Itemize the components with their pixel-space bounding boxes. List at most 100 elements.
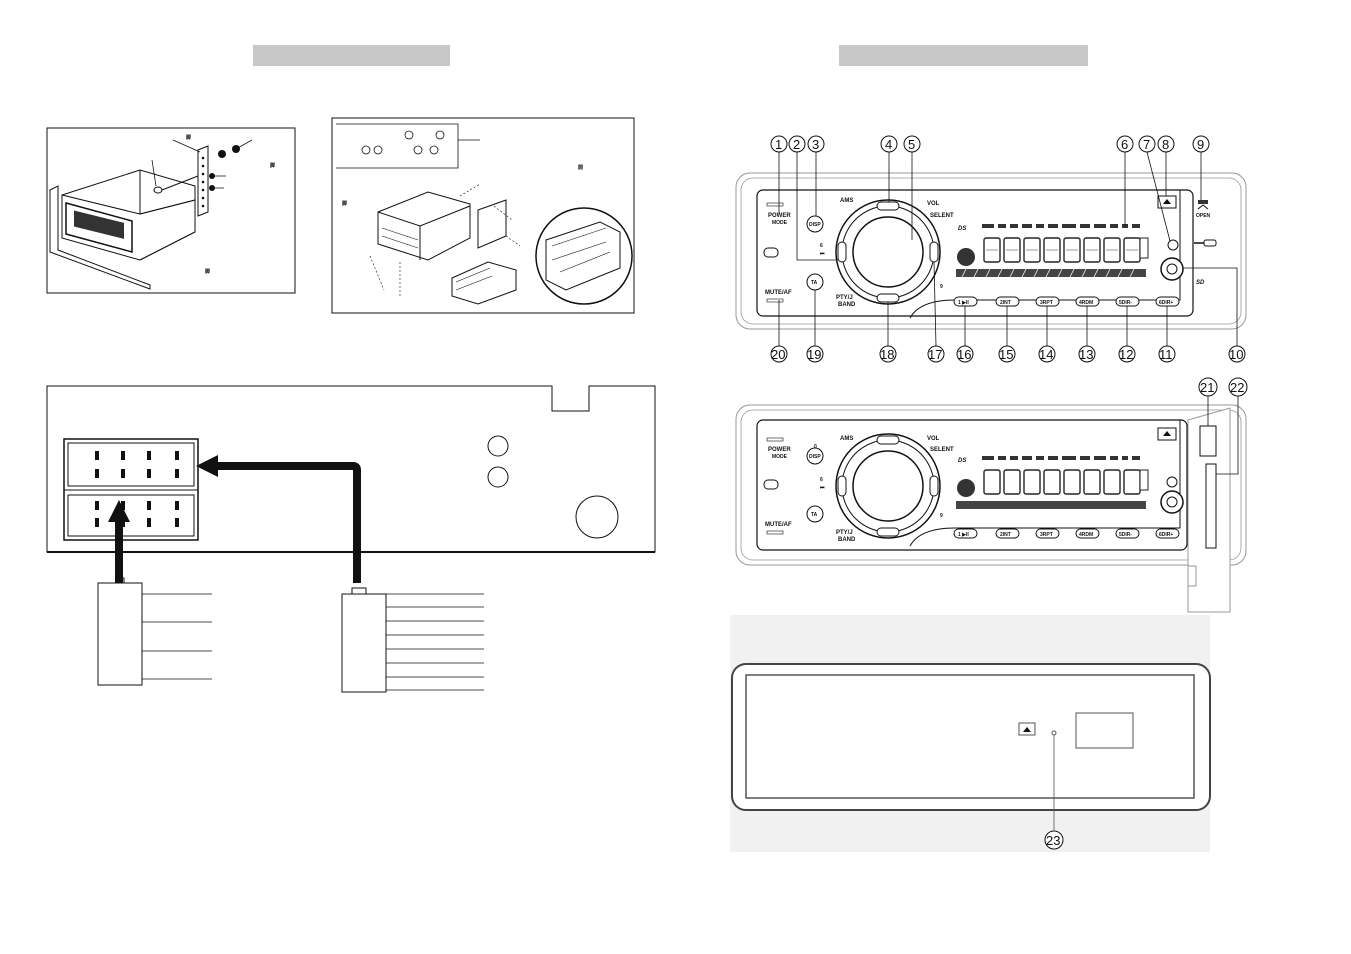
volume-knob[interactable] (852, 216, 924, 288)
key-6-label-2: 6 (820, 477, 823, 483)
mute-af-label-2: MUTE/AF (765, 522, 792, 528)
selent-label: SELENT (930, 213, 954, 219)
callout-21: 21 (1200, 380, 1214, 395)
ta-label: TA (811, 280, 818, 286)
pty-label: PTY/J (836, 295, 853, 301)
svg-text:DS: DS (958, 226, 966, 232)
callout-20: 20 (771, 347, 785, 362)
preset-1-label-2: 1 ▶II (958, 532, 969, 538)
up-key[interactable] (876, 201, 900, 211)
sd-card-slot[interactable] (1205, 463, 1217, 549)
mode-label: MODE (772, 220, 788, 226)
callout-14: 14 (1039, 347, 1053, 362)
selent-label-2: SELENT (930, 447, 954, 453)
eject-icon (1163, 199, 1171, 204)
mute-af-label: MUTE/AF (765, 290, 792, 296)
ta-button-2[interactable] (806, 505, 824, 523)
svg-text:脚: 脚 (186, 134, 191, 141)
preset-6-label: 6DIR+ (1159, 300, 1173, 306)
key-0-label: 0 (814, 444, 817, 450)
front-panel-side-open: POWER MODE MUTE/AF 0 DISP TA AMS 6 ⏮ PTY… (735, 377, 1248, 613)
power-label-2: POWER (768, 447, 791, 453)
preset-3-button[interactable] (1035, 296, 1060, 307)
callout-9: 9 (1197, 137, 1204, 152)
release-slot[interactable] (763, 247, 779, 258)
preset-1-label: 1 ▶II (958, 300, 969, 306)
svg-text:脚: 脚 (342, 200, 347, 207)
preset-4-label: 4RDM (1079, 300, 1093, 306)
callout-3: 3 (812, 137, 819, 152)
key-6-label: 6 (820, 243, 823, 249)
callout-16: 16 (957, 347, 971, 362)
preset-3-label-2: 3RPT (1040, 532, 1053, 538)
disp-button[interactable] (806, 215, 824, 233)
disp-button-2[interactable] (806, 447, 824, 465)
callout-7: 7 (1143, 137, 1150, 152)
preset-4-button[interactable] (1075, 296, 1100, 307)
lcd-display: DS (956, 224, 1149, 278)
preset-5-button[interactable] (1115, 296, 1140, 307)
key-9-label-2: 9 (940, 513, 943, 519)
callouts-bottom: 20 19 18 17 16 15 14 13 12 11 10 (770, 345, 1246, 363)
right-section-title-bar (839, 45, 1088, 66)
callout-8: 8 (1162, 137, 1169, 152)
preset-4-label-2: 4RDM (1079, 532, 1093, 538)
callout-6: 6 (1121, 137, 1128, 152)
preset-6-button[interactable] (1155, 296, 1180, 307)
callout-2: 2 (793, 137, 800, 152)
callout-10: 10 (1229, 347, 1243, 362)
installation-figure-din-frame: 開 脚 (331, 117, 635, 314)
preset-2-label-2: 2INT (1000, 532, 1011, 538)
down-key[interactable] (876, 293, 900, 303)
svg-text:SD: SD (1196, 280, 1205, 286)
callout-13: 13 (1079, 347, 1093, 362)
usb-icon (1203, 239, 1217, 247)
band-label: BAND (838, 302, 856, 308)
reset-hole[interactable] (1167, 239, 1179, 251)
preset-5-label-2: 5DIR- (1119, 532, 1132, 538)
open-label: OPEN (1196, 213, 1211, 219)
lcd-display-2: DS (956, 456, 1149, 509)
callout-1: 1 (775, 137, 782, 152)
svg-text:DS: DS (958, 458, 966, 464)
next-key[interactable] (929, 241, 939, 263)
mode-label-2: MODE (772, 454, 788, 460)
svg-text:⏮: ⏮ (820, 251, 825, 257)
vol-label: VOL (927, 201, 940, 207)
preset-2-label: 2INT (1000, 300, 1011, 306)
callout-17: 17 (928, 347, 942, 362)
svg-text:⏮: ⏮ (820, 485, 825, 491)
callout-5: 5 (908, 137, 915, 152)
front-panel-attached: POWER MODE MUTE/AF DISP TA AMS 6 ⏮ PTY/J… (735, 151, 1247, 347)
preset-5-label: 5DIR- (1119, 300, 1132, 306)
pty-label-2: PTY/J (836, 530, 853, 536)
callout-18: 18 (880, 347, 894, 362)
svg-text:脚: 脚 (270, 162, 275, 169)
callout-22: 22 (1230, 380, 1244, 395)
ta-label-2: TA (811, 512, 818, 518)
disp-label: DISP (809, 222, 821, 228)
preset-buttons-row: 1 ▶II 2INT 3RPT 4RDM 5DIR- 6DIR+ (953, 296, 1180, 307)
chassis-without-panel: 23 (730, 615, 1211, 852)
ams-label-2: AMS (840, 436, 853, 442)
prev-key[interactable] (837, 241, 847, 263)
volume-knob-2[interactable] (852, 450, 924, 522)
preset-2-button[interactable] (995, 296, 1020, 307)
disp-label-2: DISP (809, 454, 821, 460)
preset-1-button[interactable] (953, 296, 978, 307)
svg-text:開: 開 (578, 164, 583, 171)
preset-6-label-2: 6DIR+ (1159, 532, 1173, 538)
wiring-diagram (46, 385, 656, 693)
key-9-label: 9 (940, 284, 943, 290)
vol-label-2: VOL (927, 436, 940, 442)
callouts-top: 1 2 3 4 5 6 7 8 9 (770, 135, 1210, 153)
band-label-2: BAND (838, 537, 856, 543)
callout-15: 15 (999, 347, 1013, 362)
callout-11: 11 (1159, 347, 1173, 362)
usb-port[interactable] (1199, 425, 1217, 457)
power-label: POWER (768, 213, 791, 219)
callout-23: 23 (1046, 833, 1060, 848)
svg-text:脚: 脚 (205, 268, 210, 275)
ams-label: AMS (840, 198, 853, 204)
callout-19: 19 (807, 347, 821, 362)
